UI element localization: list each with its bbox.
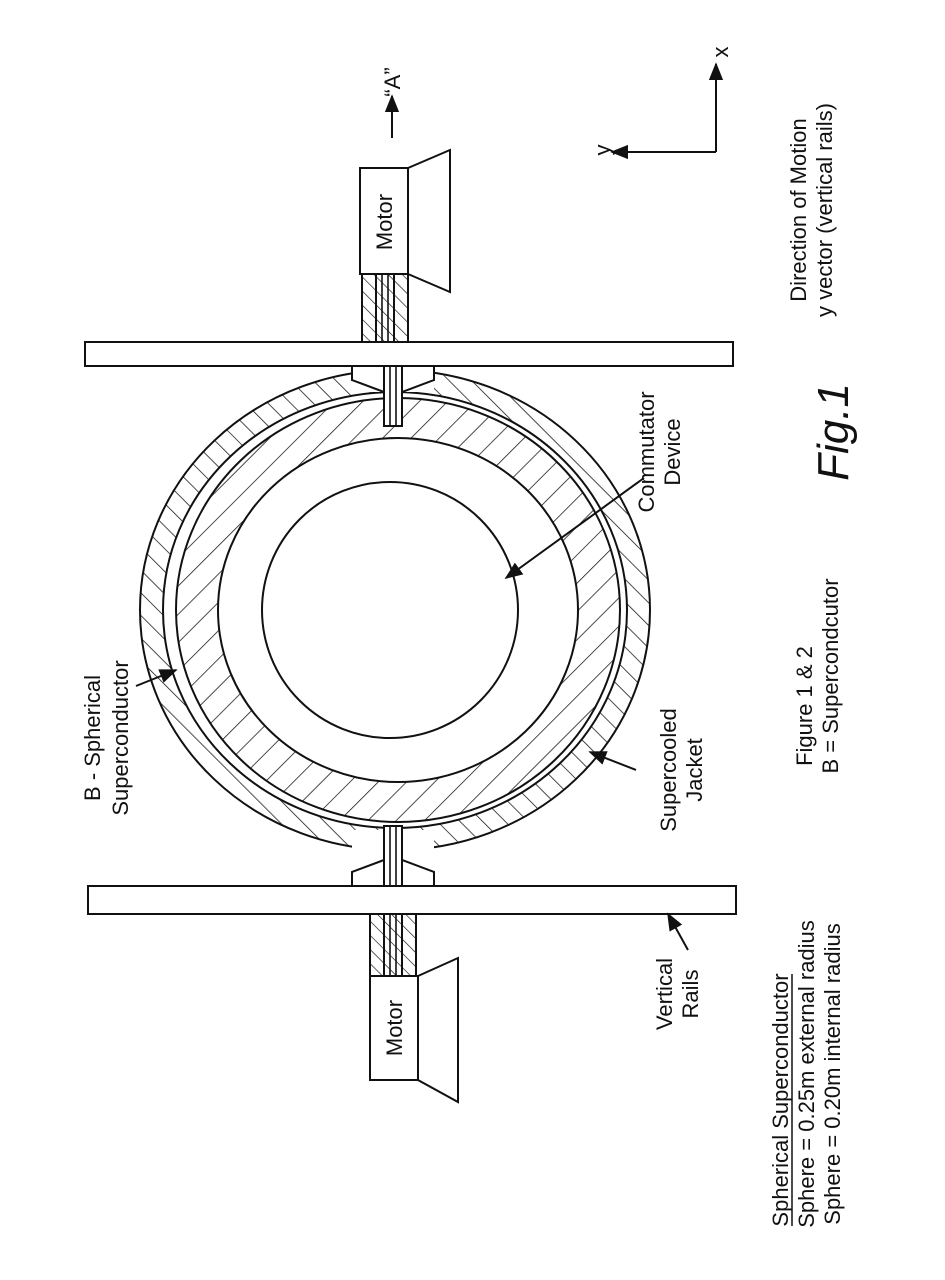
label-b-superconductor: B - Spherical Superconductor [80, 660, 178, 816]
label-commutator: Commutator Device [504, 391, 685, 580]
vertical-rail-bottom [87, 885, 737, 915]
motor-bottom-assembly: Motor [369, 913, 459, 1104]
label-jacket: Supercooled Jacket [588, 708, 707, 832]
spherical-superconductor [174, 397, 622, 823]
axis-indicator: x y [590, 47, 733, 160]
vertical-rail-top [84, 341, 734, 367]
spec-line-2: Sphere = 0.20m internal radius [820, 923, 845, 1224]
commutator-device [261, 481, 519, 739]
label-jacket-line-1: Supercooled [656, 708, 681, 832]
motor-bottom-flare [417, 956, 459, 1104]
label-vertical-rails: Vertical Rails [652, 912, 703, 1030]
motor-top-flare [407, 148, 451, 294]
spec-heading: Spherical Superconductor [768, 973, 793, 1226]
caption-line-2: B = Supercondcutor [818, 578, 843, 773]
figure-caption: Figure 1 & 2 B = Supercondcutor [792, 578, 843, 773]
motor-top-body [359, 167, 409, 275]
label-b-line-1: B - Spherical [80, 675, 105, 801]
spec-note: Spherical Superconductor Sphere = 0.25m … [768, 920, 845, 1228]
figure-title: Fig.1 [809, 383, 858, 481]
direction-line-1: Direction of Motion [786, 118, 811, 301]
label-commutator-line-2: Device [660, 418, 685, 485]
view-a-indicator: “A” [380, 67, 405, 138]
view-a-label: “A” [380, 67, 405, 96]
label-rails-line-1: Vertical [652, 958, 677, 1030]
axis-x-label: x [708, 47, 733, 58]
label-rails-line-2: Rails [678, 970, 703, 1019]
label-b-line-2: Superconductor [108, 660, 133, 815]
motor-top-label: Motor [372, 194, 397, 250]
axis-y-label: y [590, 145, 615, 156]
direction-line-2: y vector (vertical rails) [812, 103, 837, 317]
supercooled-jacket [138, 369, 652, 851]
label-jacket-line-2: Jacket [682, 738, 707, 802]
motor-bottom-label: Motor [382, 1000, 407, 1056]
caption-line-1: Figure 1 & 2 [792, 646, 817, 766]
direction-note: Direction of Motion y vector (vertical r… [786, 103, 837, 317]
spec-line-1: Sphere = 0.25m external radius [794, 920, 819, 1228]
jacket-neck-top [351, 365, 435, 427]
motor-top-assembly: Motor [359, 148, 451, 343]
jacket-neck-bottom [351, 825, 435, 887]
label-commutator-line-1: Commutator [634, 391, 659, 512]
